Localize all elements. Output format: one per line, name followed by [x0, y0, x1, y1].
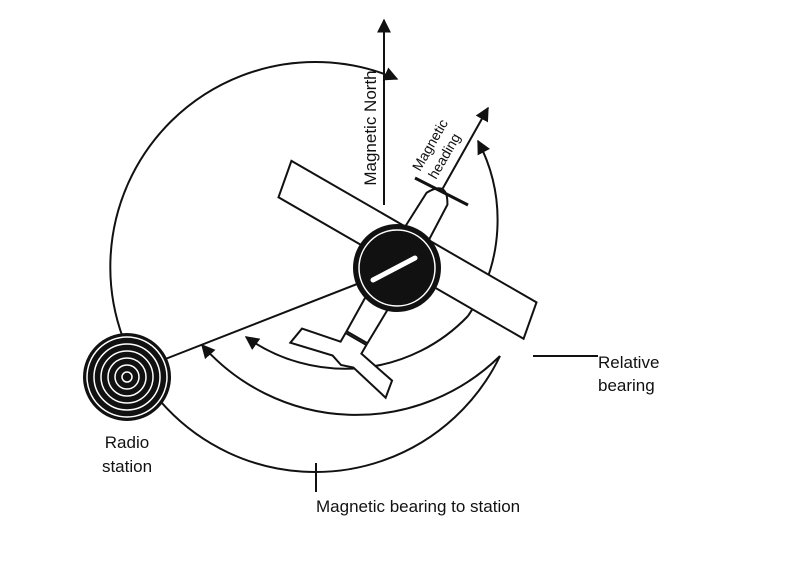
heading-index-bar	[414, 176, 469, 207]
relative-bearing-label-1: Relative	[598, 353, 659, 372]
radio-station-label-2: station	[102, 457, 152, 476]
magnetic-north-label: Magnetic North	[361, 70, 380, 185]
airplane-tail	[288, 327, 394, 400]
magnetic-bearing-to-station-label: Magnetic bearing to station	[316, 497, 520, 516]
magnetic-bearing-arc-start	[201, 343, 501, 416]
radio-station-icon	[83, 333, 171, 421]
radio-station-label-1: Radio	[105, 433, 149, 452]
relative-bearing-label-2: bearing	[598, 376, 655, 395]
hub-bar	[370, 255, 418, 283]
